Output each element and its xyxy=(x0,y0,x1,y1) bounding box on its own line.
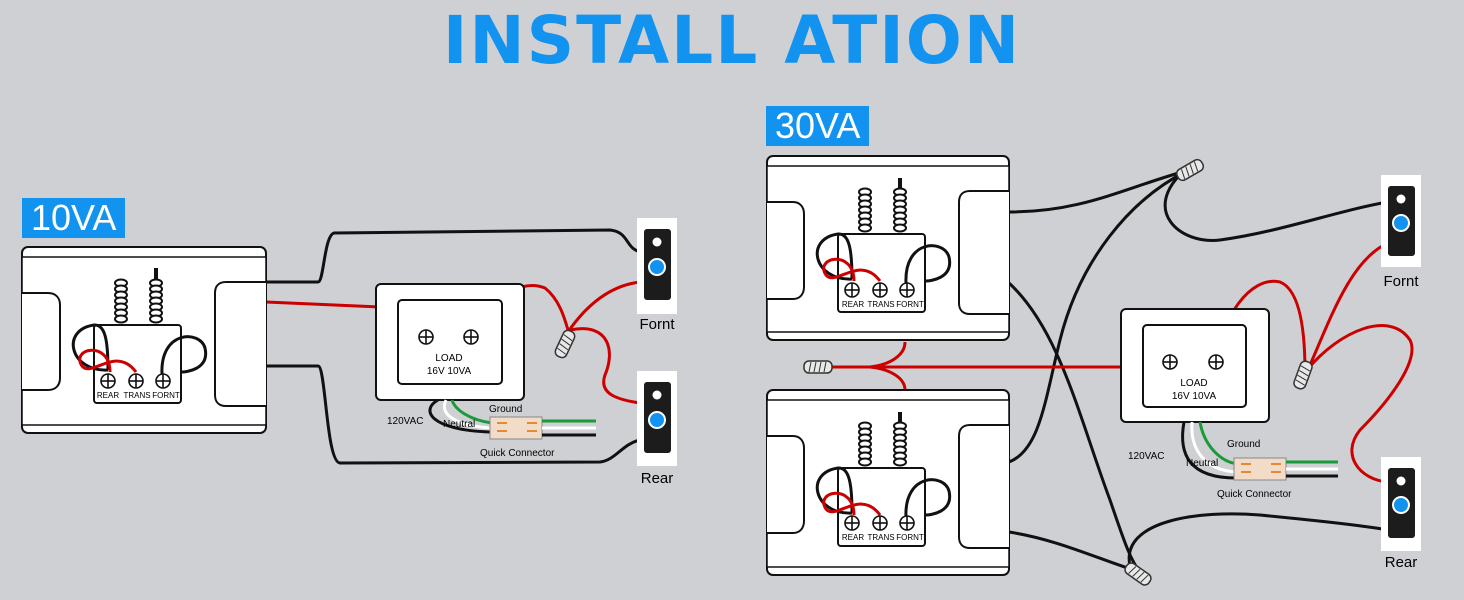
doorbell-button-front-30va: Fornt xyxy=(1381,175,1421,290)
transformer-load-label: LOAD xyxy=(435,353,462,364)
wire-nut xyxy=(552,328,578,360)
wire-nut xyxy=(1291,359,1315,391)
transformer-30va: LOAD 16V 10VA 120VAC Ground Neutral Quic… xyxy=(1120,308,1338,500)
terminal-label-trans: TRANS xyxy=(867,300,894,309)
transformer-rating-label: 16V 10VA xyxy=(1172,391,1217,402)
ground-label: Ground xyxy=(1227,439,1260,450)
ground-label: Ground xyxy=(489,404,522,415)
terminal-label-rear: REAR xyxy=(842,533,864,542)
doorbell-button-front-10va: Fornt xyxy=(637,218,677,333)
supply-label: 120VAC xyxy=(1128,451,1165,462)
chime-30va-bottom: REAR TRANS FORNT xyxy=(766,389,1010,576)
quick-connector-label: Quick Connector xyxy=(1217,489,1292,500)
label-10va: 10VA xyxy=(22,198,126,238)
terminal-label-fornt: FORNT xyxy=(896,533,924,542)
button-label-front: Fornt xyxy=(1383,273,1419,290)
chime-30va-top: REAR TRANS FORNT xyxy=(766,155,1010,341)
terminal-label-rear: REAR xyxy=(97,391,119,400)
transformer-load-label: LOAD xyxy=(1180,378,1207,389)
terminal-label-fornt: FORNT xyxy=(896,300,924,309)
terminal-label-trans: TRANS xyxy=(123,391,150,400)
neutral-label: Neutral xyxy=(1186,458,1218,469)
neutral-label: Neutral xyxy=(443,419,475,430)
terminal-label-trans: TRANS xyxy=(867,533,894,542)
transformer-rating-label: 16V 10VA xyxy=(427,366,472,377)
doorbell-button-rear-10va: Rear xyxy=(637,371,677,487)
chime-10va: REAR TRANS FORNT xyxy=(21,246,267,434)
terminal-label-fornt: FORNT xyxy=(152,391,180,400)
quick-connector-label: Quick Connector xyxy=(480,448,555,459)
button-label-rear: Rear xyxy=(1385,554,1418,571)
supply-label: 120VAC xyxy=(387,416,424,427)
button-label-front: Fornt xyxy=(639,316,675,333)
wire-nut xyxy=(1122,560,1154,588)
wire-nut xyxy=(803,360,833,374)
transformer-10va: LOAD 16V 10VA 120VAC Ground Neutral Quic… xyxy=(375,283,596,459)
doorbell-button-rear-30va: Rear xyxy=(1381,457,1421,571)
button-label-rear: Rear xyxy=(641,470,674,487)
page-title: INSTALL ATION xyxy=(442,2,1022,79)
wire-nut xyxy=(1174,157,1206,183)
terminal-label-rear: REAR xyxy=(842,300,864,309)
label-30va: 30VA xyxy=(766,106,870,146)
